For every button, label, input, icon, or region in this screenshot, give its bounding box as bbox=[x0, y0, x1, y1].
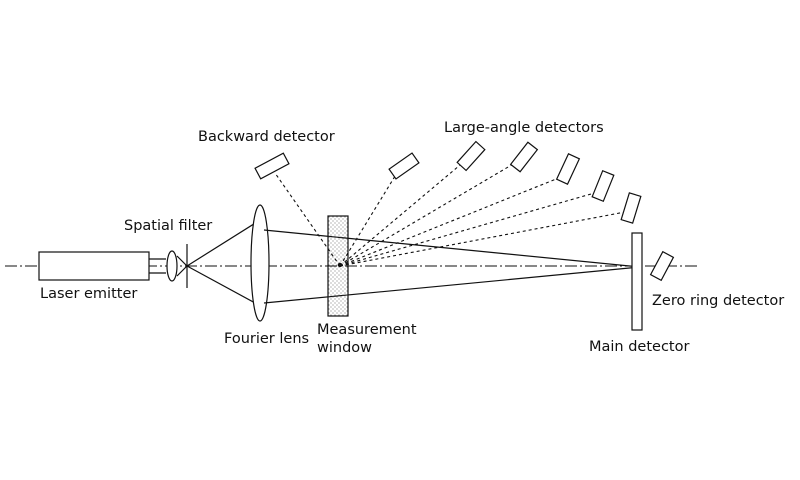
spatial-filter-lens bbox=[166, 250, 178, 282]
scatter-line-3 bbox=[339, 159, 521, 267]
label-measurement-window-line2: window bbox=[317, 340, 372, 356]
large-angle-detector-3 bbox=[509, 141, 539, 173]
label-main-detector: Main detector bbox=[589, 339, 689, 355]
large-angle-detector-2 bbox=[456, 140, 486, 172]
beam-diverge-top bbox=[186, 221, 258, 267]
fourier-lens bbox=[250, 204, 270, 322]
beam-diverge-bottom bbox=[186, 265, 258, 305]
label-fourier-lens: Fourier lens bbox=[224, 331, 309, 347]
large-angle-detector-1 bbox=[388, 152, 420, 180]
zero-ring-detector bbox=[649, 250, 675, 282]
large-angle-detectors bbox=[388, 140, 642, 224]
scatter-line-backward bbox=[274, 172, 341, 267]
scatter-line-1 bbox=[339, 167, 401, 267]
beam-converge-top bbox=[263, 229, 641, 268]
label-backward-detector: Backward detector bbox=[198, 129, 335, 145]
beam-cone-top-a bbox=[176, 255, 188, 267]
label-measurement-window-line1: Measurement bbox=[317, 322, 417, 338]
scatter-lines bbox=[274, 159, 626, 267]
main-detector bbox=[631, 232, 643, 331]
scatter-line-6 bbox=[339, 211, 626, 267]
scatter-point bbox=[337, 262, 343, 268]
label-laser-emitter: Laser emitter bbox=[40, 286, 137, 302]
scatter-line-5 bbox=[339, 191, 599, 267]
large-angle-detector-6 bbox=[620, 192, 642, 224]
label-large-angle-detectors: Large-angle detectors bbox=[444, 120, 604, 136]
laser-emitter bbox=[38, 251, 150, 281]
beam-cone-bottom-a bbox=[176, 265, 188, 277]
measurement-window bbox=[327, 215, 349, 317]
label-zero-ring-detector: Zero ring detector bbox=[652, 293, 784, 309]
backward-detector bbox=[254, 152, 290, 180]
large-angle-detector-4 bbox=[555, 152, 581, 186]
scatter-line-4 bbox=[339, 174, 567, 267]
label-spatial-filter: Spatial filter bbox=[124, 218, 212, 234]
large-angle-detector-5 bbox=[591, 169, 615, 203]
beam-converge-bottom bbox=[263, 266, 641, 304]
scatter-line-2 bbox=[339, 159, 467, 267]
